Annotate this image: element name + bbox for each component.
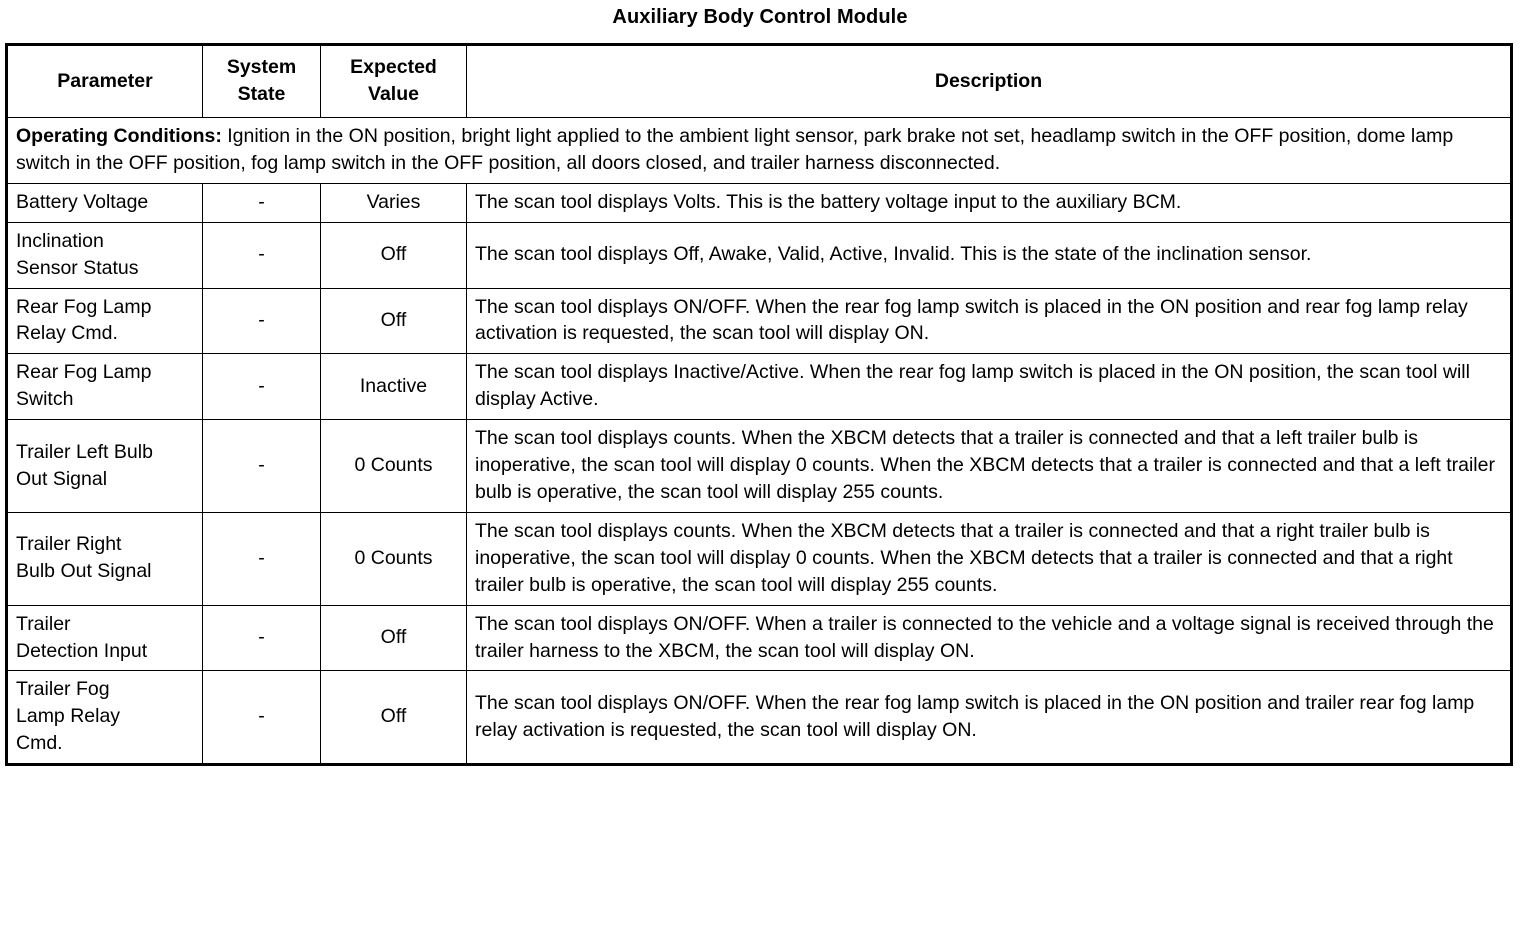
- cell-parameter: Inclination Sensor Status: [6, 221, 203, 289]
- cell-description: The scan tool displays ON/OFF. When the …: [466, 287, 1512, 355]
- cell-expected-value: Off: [320, 287, 467, 355]
- column-header-parameter: Parameter: [6, 44, 203, 118]
- cell-parameter: Rear Fog Lamp Switch: [6, 353, 203, 421]
- page-title: Auxiliary Body Control Module: [612, 6, 908, 28]
- cell-expected-value: Inactive: [320, 353, 467, 421]
- cell-expected-value: Off: [320, 604, 467, 672]
- cell-description: The scan tool displays Inactive/Active. …: [466, 353, 1512, 421]
- cell-system-state: -: [202, 287, 321, 355]
- cell-parameter: Trailer Right Bulb Out Signal: [6, 511, 203, 606]
- cell-expected-value: 0 Counts: [320, 511, 467, 606]
- cell-parameter: Rear Fog Lamp Relay Cmd.: [6, 287, 203, 355]
- cell-description: The scan tool displays counts. When the …: [466, 419, 1512, 513]
- cell-description: The scan tool displays counts. When the …: [466, 511, 1512, 606]
- cell-system-state: -: [202, 221, 321, 289]
- column-header-description: Description: [466, 44, 1512, 118]
- cell-system-state: -: [202, 419, 321, 513]
- operating-conditions-cell: Operating Conditions: Ignition in the ON…: [6, 117, 1512, 184]
- cell-expected-value: Varies: [320, 182, 467, 223]
- operating-conditions-row: Operating Conditions: Ignition in the ON…: [6, 117, 1512, 184]
- cell-parameter: Trailer Fog Lamp Relay Cmd.: [6, 670, 203, 766]
- cell-parameter: Battery Voltage: [6, 182, 203, 223]
- operating-conditions-text: Ignition in the ON position, bright ligh…: [16, 125, 1454, 174]
- cell-parameter: Trailer Detection Input: [6, 604, 203, 672]
- table-body: Operating Conditions: Ignition in the ON…: [6, 117, 1512, 766]
- cell-description: The scan tool displays Off, Awake, Valid…: [466, 221, 1512, 289]
- cell-parameter: Trailer Left Bulb Out Signal: [6, 419, 203, 513]
- cell-system-state: -: [202, 670, 321, 766]
- cell-description: The scan tool displays ON/OFF. When the …: [466, 670, 1512, 766]
- cell-expected-value: 0 Counts: [320, 419, 467, 513]
- cell-description: The scan tool displays Volts. This is th…: [466, 182, 1512, 223]
- cell-system-state: -: [202, 353, 321, 421]
- cell-description: The scan tool displays ON/OFF. When a tr…: [466, 604, 1512, 672]
- cell-expected-value: Off: [320, 221, 467, 289]
- cell-system-state: -: [202, 604, 321, 672]
- operating-conditions-label: Operating Conditions:: [16, 125, 222, 147]
- cell-expected-value: Off: [320, 670, 467, 766]
- cell-system-state: -: [202, 511, 321, 606]
- cell-system-state: -: [202, 182, 321, 223]
